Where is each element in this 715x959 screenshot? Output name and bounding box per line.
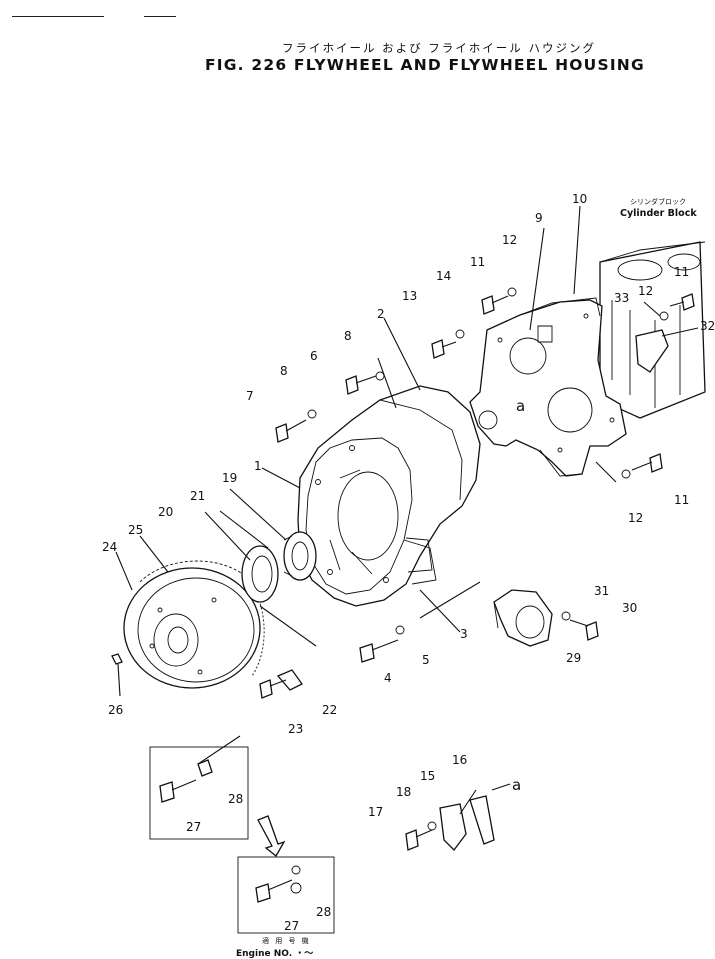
front-plate-drawing bbox=[469, 297, 627, 477]
callout-28b: 28 bbox=[316, 905, 331, 919]
callout-12c: 12 bbox=[628, 511, 643, 525]
inset-box-upper bbox=[149, 746, 249, 840]
callout-4: 4 bbox=[384, 671, 392, 685]
callout-32: 32 bbox=[700, 319, 715, 333]
callout-9: 9 bbox=[535, 211, 543, 225]
reference-mark-a-lower: a bbox=[512, 776, 521, 794]
flywheel-drawing bbox=[111, 560, 265, 689]
seal-and-bearing-drawing bbox=[241, 531, 317, 603]
cylinder-block-drawing bbox=[599, 241, 706, 419]
header-rule-left bbox=[12, 16, 104, 17]
callout-25: 25 bbox=[128, 523, 143, 537]
callout-8b: 8 bbox=[344, 329, 352, 343]
callout-22: 22 bbox=[322, 703, 337, 717]
callout-23: 23 bbox=[288, 722, 303, 736]
cylinder-block-label-japanese: シリンダブロック bbox=[630, 198, 686, 206]
flywheel-housing-drawing bbox=[297, 385, 481, 607]
cylinder-block-label: Cylinder Block bbox=[620, 208, 697, 219]
callout-31: 31 bbox=[594, 584, 609, 598]
callout-11a: 11 bbox=[470, 255, 485, 269]
bolt-group bbox=[159, 287, 695, 903]
callout-6: 6 bbox=[310, 349, 318, 363]
callout-16: 16 bbox=[452, 753, 467, 767]
callout-10: 10 bbox=[572, 192, 587, 206]
figure-title: FIG. 226 FLYWHEEL AND FLYWHEEL HOUSING bbox=[205, 56, 645, 74]
header-rule-right bbox=[144, 16, 176, 17]
callout-27a: 27 bbox=[186, 820, 201, 834]
callout-28a: 28 bbox=[228, 792, 243, 806]
small-brackets-drawing bbox=[276, 669, 495, 851]
callout-26: 26 bbox=[108, 703, 123, 717]
change-arrow bbox=[257, 815, 286, 857]
callout-18: 18 bbox=[396, 785, 411, 799]
mount-bracket-drawing bbox=[493, 589, 553, 647]
engine-number-label: Engine NO. ・～ bbox=[236, 949, 314, 959]
callout-30: 30 bbox=[622, 601, 637, 615]
callout-11b: 11 bbox=[674, 265, 689, 279]
callout-13: 13 bbox=[402, 289, 417, 303]
callout-19: 19 bbox=[222, 471, 237, 485]
callout-33: 33 bbox=[614, 291, 629, 305]
callout-14: 14 bbox=[436, 269, 451, 283]
callout-11c: 11 bbox=[674, 493, 689, 507]
callout-7: 7 bbox=[246, 389, 254, 403]
figure-title-japanese: フライホイール および フライホイール ハウジング bbox=[282, 41, 596, 55]
callout-12a: 12 bbox=[502, 233, 517, 247]
callout-labels: 1 2 3 4 5 6 7 8 8 9 10 11 11 11 12 12 12… bbox=[102, 192, 715, 933]
leader-lines bbox=[115, 205, 699, 815]
callout-24: 24 bbox=[102, 540, 117, 554]
callout-20: 20 bbox=[158, 505, 173, 519]
callout-29: 29 bbox=[566, 651, 581, 665]
inset-box-lower bbox=[237, 856, 335, 934]
reference-mark-a-upper: a bbox=[516, 397, 525, 415]
engine-number-label-japanese: 適 用 号 機 bbox=[262, 937, 311, 945]
callout-1: 1 bbox=[254, 459, 262, 473]
callout-27b: 27 bbox=[284, 919, 299, 933]
callout-5: 5 bbox=[422, 653, 430, 667]
callout-21: 21 bbox=[190, 489, 205, 503]
callout-12b: 12 bbox=[638, 284, 653, 298]
callout-15: 15 bbox=[420, 769, 435, 783]
callout-2: 2 bbox=[377, 307, 385, 321]
callout-17: 17 bbox=[368, 805, 383, 819]
callout-8a: 8 bbox=[280, 364, 288, 378]
callout-3: 3 bbox=[460, 627, 468, 641]
